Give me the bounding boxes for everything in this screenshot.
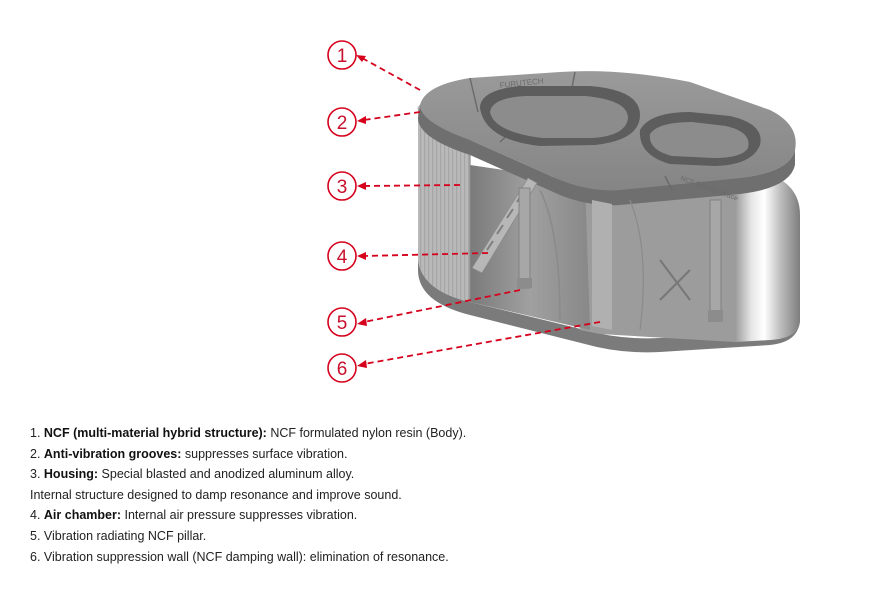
- callout-number: 2: [337, 113, 348, 134]
- product-cutaway-diagram: FURUTECH NCF Booster Brace: [327, 40, 800, 383]
- legend-number: 6.: [30, 549, 44, 564]
- legend-number: 1.: [30, 426, 44, 440]
- legend-term: Housing:: [43, 467, 99, 482]
- legend-number: 4.: [30, 508, 44, 523]
- arrowhead-1: [356, 55, 366, 62]
- callout-6: 6: [327, 353, 357, 383]
- top-plate: FURUTECH NCF Booster Brace: [418, 71, 796, 206]
- internal-structures: [471, 177, 723, 331]
- legend-term: Anti-vibration grooves:: [43, 446, 182, 461]
- arrowhead-2: [357, 116, 366, 124]
- cutaway-illustration: FURUTECH NCF Booster Brace: [327, 40, 800, 383]
- legend-term: Air chamber:: [43, 508, 122, 523]
- callout-number: 6: [337, 359, 348, 380]
- legend-term: NCF (multi-material hybrid structure):: [43, 426, 267, 440]
- callout-circles: 1 2 3 4 5 6: [327, 40, 357, 383]
- callout-4: 4: [327, 241, 357, 271]
- callout-number: 1: [337, 46, 348, 67]
- callout-number: 4: [337, 247, 348, 268]
- legend-item-1: 1. NCF (multi-material hybrid structure)…: [30, 423, 850, 444]
- legend-item-4: 4. Air chamber: Internal air pressure su…: [30, 505, 850, 526]
- callout-1: 1: [327, 40, 357, 70]
- legend-item-2: 2. Anti-vibration grooves: suppresses su…: [30, 444, 850, 465]
- legend-item-5: 5. Vibration radiating NCF pillar.: [30, 526, 850, 547]
- legend-number: 5.: [30, 528, 44, 543]
- callout-arrow-4: [363, 252, 489, 257]
- callout-3: 3: [327, 171, 357, 201]
- legend-description: Vibration radiating NCF pillar.: [43, 528, 207, 543]
- callout-arrow-3: [363, 184, 461, 187]
- arrowhead-3: [357, 182, 366, 190]
- arrowhead-5: [357, 318, 367, 326]
- legend-description: NCF formulated nylon resin (Body).: [266, 426, 467, 440]
- legend-item-3-continued: Internal structure designed to damp reso…: [30, 485, 850, 506]
- callout-arrow-6: [363, 321, 601, 365]
- legend-description: Internal structure designed to damp reso…: [30, 487, 402, 502]
- callout-arrowheads: [356, 55, 367, 368]
- callout-number: 3: [337, 177, 348, 198]
- arrowhead-6: [357, 360, 367, 368]
- legend-item-6: 6. Vibration suppression wall (NCF dampi…: [30, 547, 850, 568]
- component-legend: 1. NCF (multi-material hybrid structure)…: [30, 423, 850, 567]
- arrowhead-4: [357, 252, 366, 260]
- legend-description: Vibration suppression wall (NCF damping …: [43, 549, 449, 564]
- callout-2: 2: [327, 107, 357, 137]
- callout-arrow-2: [363, 111, 421, 121]
- legend-number: 2.: [30, 446, 44, 461]
- legend-description: suppresses surface vibration.: [181, 446, 348, 461]
- legend-item-3: 3. Housing: Special blasted and anodized…: [30, 464, 850, 485]
- callout-5: 5: [327, 307, 357, 337]
- legend-description: Special blasted and anodized aluminum al…: [98, 467, 355, 482]
- callout-number: 5: [337, 313, 348, 334]
- base-floor: [418, 258, 800, 353]
- legend-number: 3.: [30, 467, 44, 482]
- legend-description: Internal air pressure suppresses vibrati…: [121, 508, 358, 523]
- callout-arrow-5: [363, 289, 521, 323]
- callout-arrow-1: [361, 57, 421, 91]
- callout-arrows: [361, 57, 601, 365]
